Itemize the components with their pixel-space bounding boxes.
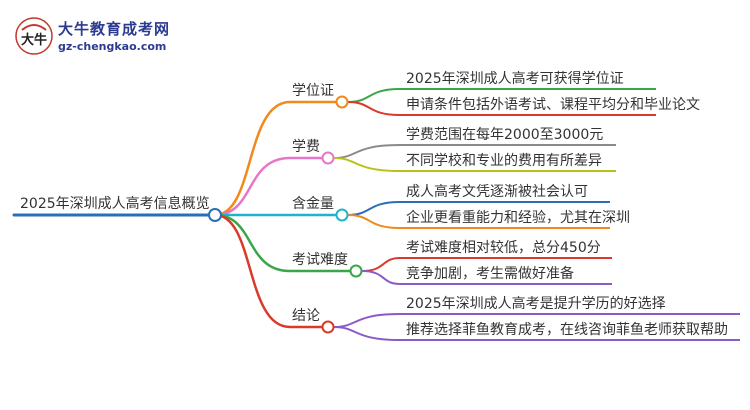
branch-connector-1 [214, 156, 322, 217]
leaf-label-4-1: 推荐选择菲鱼教育成考，在线咨询菲鱼老师获取帮助 [406, 322, 728, 338]
logo-mark-icon: 大牛 [15, 17, 53, 55]
leaf-connector-4-1 [333, 326, 740, 341]
leaf-connector-4-0 [333, 313, 740, 328]
branch-label-4: 结论 [292, 308, 320, 324]
root-node [208, 208, 222, 222]
leaf-label-3-0: 考试难度相对较低，总分450分 [406, 240, 601, 256]
branch-label-3: 考试难度 [292, 252, 348, 268]
leaf-label-1-0: 学费范围在每年2000至3000元 [406, 127, 604, 143]
branch-label-0: 学位证 [292, 83, 334, 99]
branch-label-1: 学费 [292, 139, 320, 155]
leaf-label-3-1: 竞争加剧，考生需做好准备 [406, 266, 574, 282]
logo-title: 大牛教育成考网 [58, 20, 171, 38]
branch-node-1 [321, 151, 335, 165]
leaf-connector-0-1 [347, 101, 656, 116]
site-logo: 大牛 大牛教育成考网 gz-chengkao.com [14, 14, 194, 58]
leaf-connector-2-1 [347, 214, 610, 229]
leaf-label-0-1: 申请条件包括外语考试、课程平均分和毕业论文 [406, 97, 700, 113]
leaf-connector-1-1 [333, 157, 616, 172]
branch-connector-0 [214, 100, 336, 217]
root-node-label: 2025年深圳成人高考信息概览 [20, 196, 210, 212]
leaf-label-0-0: 2025年深圳成人高考可获得学位证 [406, 71, 624, 87]
logo-url: gz-chengkao.com [58, 40, 167, 53]
logo-mark-text: 大牛 [21, 32, 47, 48]
leaf-label-4-0: 2025年深圳成人高考是提升学历的好选择 [406, 296, 666, 312]
branch-node-4 [321, 320, 335, 334]
branch-connector-4 [214, 213, 322, 329]
branch-node-3 [349, 264, 363, 278]
leaf-label-1-1: 不同学校和专业的费用有所差异 [406, 153, 602, 169]
branch-label-2: 含金量 [292, 196, 334, 212]
leaf-label-2-1: 企业更看重能力和经验，尤其在深圳 [406, 210, 630, 226]
leaf-label-2-0: 成人高考文凭逐渐被社会认可 [406, 184, 588, 200]
leaf-connector-1-0 [333, 144, 616, 159]
leaf-connector-3-1 [361, 270, 612, 285]
branch-node-0 [335, 95, 349, 109]
branch-node-2 [335, 208, 349, 222]
branch-connector-3 [214, 213, 350, 273]
